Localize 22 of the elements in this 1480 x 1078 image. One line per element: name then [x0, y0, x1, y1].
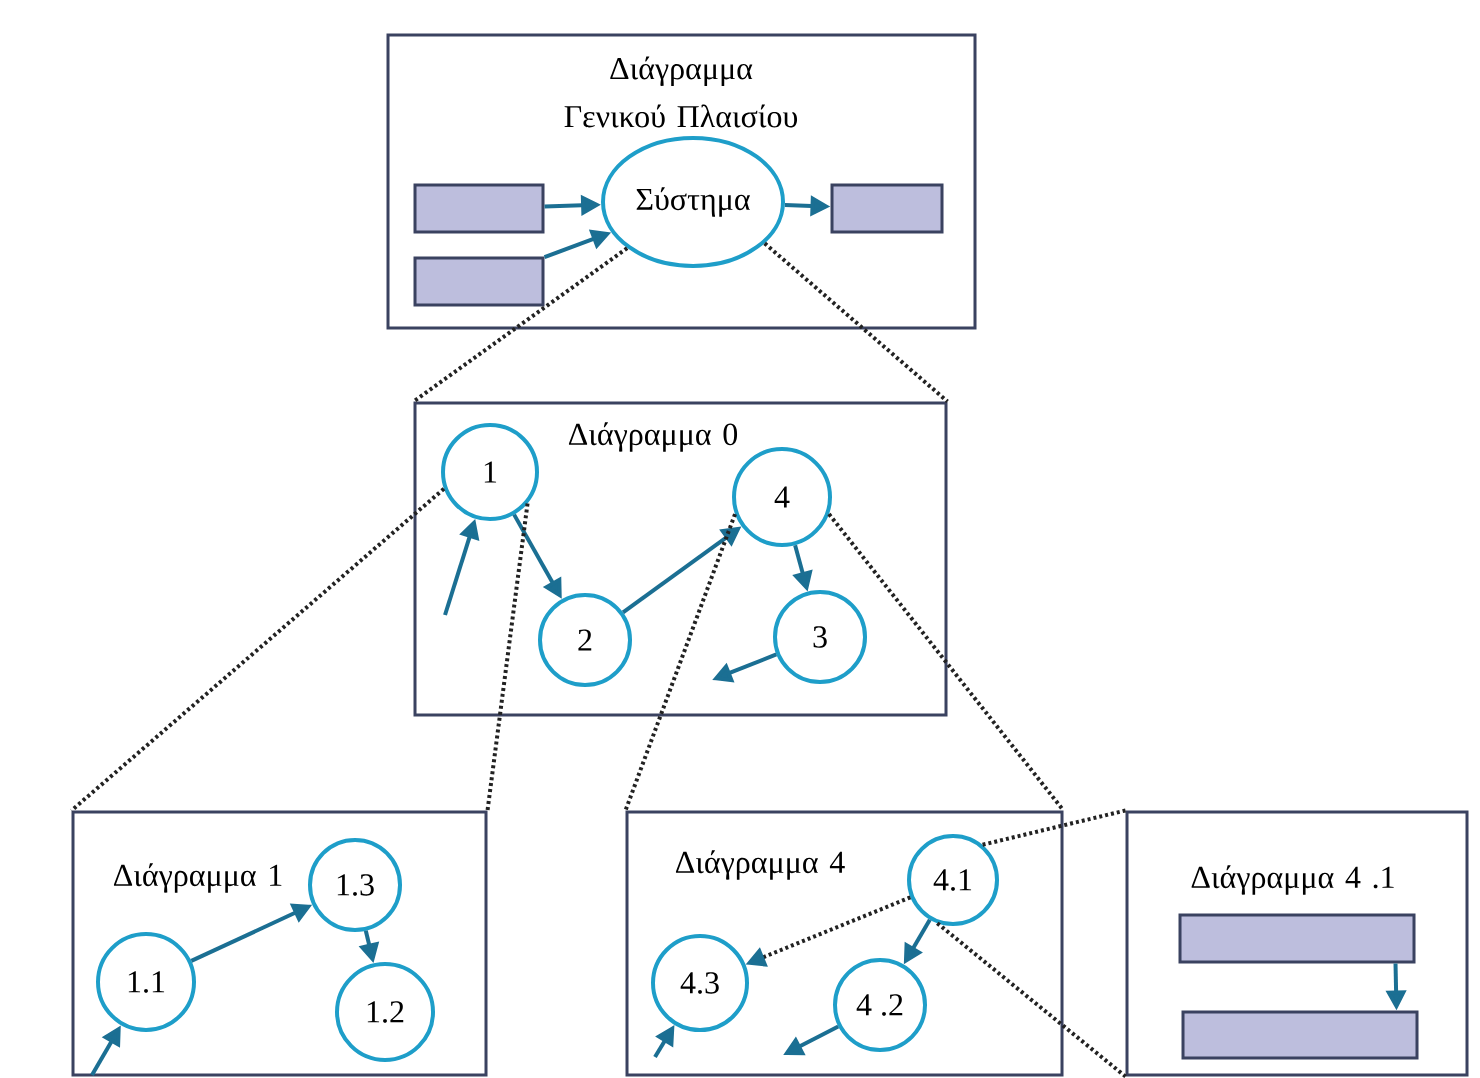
frame-title: Διάγραμμα 1: [113, 863, 282, 893]
diagram-frame: [1125, 810, 1469, 1077]
frame-title: Διάγραμμα 4 .1: [1191, 865, 1394, 895]
zoom-line: [763, 241, 949, 403]
frame-title: Διάγραμμα Γενικού Πλαισίου: [564, 56, 798, 128]
zoom-line: [982, 808, 1126, 847]
input-box: [413, 183, 545, 234]
diagram-frame: [71, 810, 488, 1077]
input-box: [413, 256, 545, 307]
zoom-line: [485, 503, 530, 811]
input-box: [1181, 1010, 1419, 1060]
input-box: [1178, 913, 1416, 964]
zoom-line: [936, 921, 1127, 1078]
diagram-frame: [413, 401, 948, 717]
diagram-frame: [625, 810, 1064, 1077]
zoom-line: [827, 512, 1066, 812]
input-box: [830, 183, 944, 234]
frame-title: Διάγραμμα 4: [675, 850, 845, 880]
zoom-line: [412, 246, 629, 404]
zoom-line: [70, 487, 446, 812]
zoom-line: [623, 513, 737, 812]
diagram-frame: [386, 33, 977, 330]
